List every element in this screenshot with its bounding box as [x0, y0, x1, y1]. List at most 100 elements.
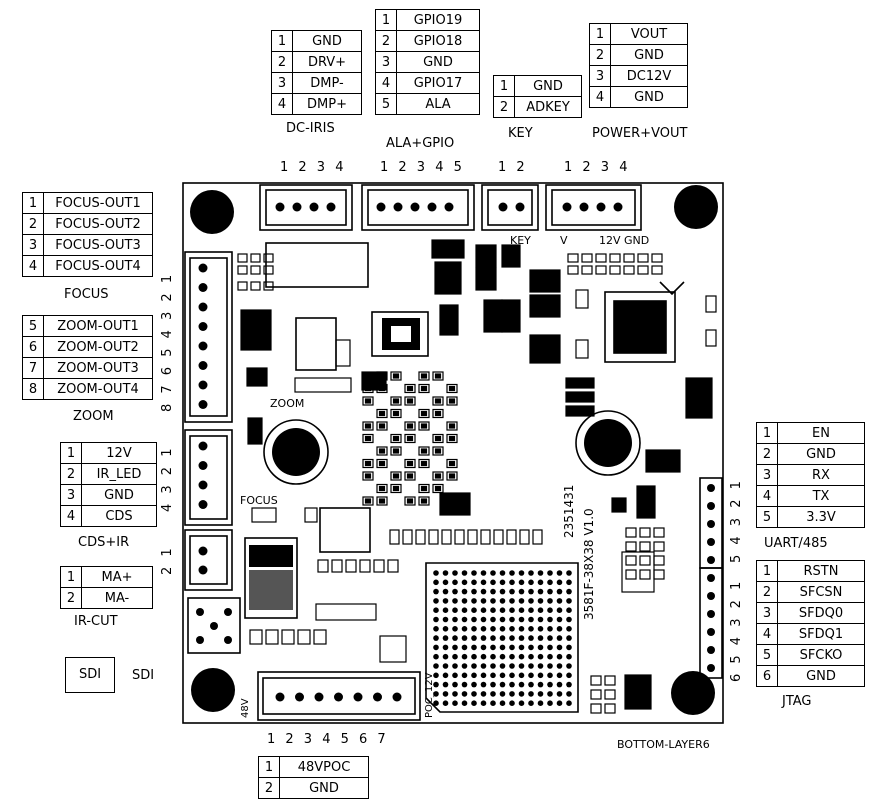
conn-power-vout [545, 184, 642, 231]
bga-ball [461, 691, 468, 697]
connector-pin [334, 692, 343, 702]
smd-pad [448, 398, 456, 404]
connector-pin [198, 302, 208, 312]
smd-pad [420, 410, 428, 417]
bga-ball [461, 626, 468, 632]
smd-pad [390, 446, 402, 456]
pin-signal: 3.3V [777, 506, 865, 528]
bga-ball [480, 681, 487, 688]
bga-ball [452, 579, 458, 586]
bga-ball [528, 681, 534, 688]
pin-number: 4 [756, 485, 778, 507]
smd-pad [364, 423, 372, 429]
smd-pad [428, 529, 439, 545]
bga-ball [433, 588, 439, 595]
bga-ball [471, 681, 477, 688]
connector-pin [198, 461, 208, 470]
bga-ball [518, 653, 525, 660]
bga-ball [556, 635, 563, 641]
smd-pad [390, 483, 402, 494]
smd-pad [402, 529, 413, 545]
bga-ball [518, 579, 525, 586]
connector-pin [198, 400, 208, 409]
smd-pad [392, 485, 400, 492]
smd-pad [590, 703, 602, 714]
pin-signal: GND [777, 665, 865, 687]
silk-zoom: ZOOM [270, 397, 305, 410]
bga-ball [442, 681, 449, 688]
connector-pin [613, 202, 623, 212]
bga-ball [490, 635, 496, 641]
bga-ball [556, 663, 563, 669]
bga-ball [471, 570, 477, 576]
smd-pad [250, 253, 261, 263]
smd-pad [387, 559, 399, 573]
pad-right [575, 410, 641, 476]
connector-pin [198, 565, 208, 575]
bga-ball [528, 626, 534, 632]
smd-pad [362, 433, 374, 444]
smd-pad [304, 507, 318, 523]
pin-number: 1 [60, 442, 82, 464]
smd-pad [480, 529, 491, 545]
bga-ball [556, 588, 563, 595]
bga-ball [537, 598, 544, 604]
connector-pin [707, 610, 715, 618]
bga-ball [490, 579, 496, 586]
bga-ball [547, 644, 553, 651]
bga-ball [471, 607, 477, 613]
bga-ball [490, 700, 496, 706]
soc-bga [425, 562, 579, 713]
smd-pad [446, 396, 458, 406]
smd-pad [362, 421, 374, 431]
pin-signal: GND [81, 484, 157, 506]
bga-ball [499, 616, 506, 623]
pins-jtag: 6 5 4 3 2 1 [729, 581, 744, 682]
pin-signal: ZOOM-OUT4 [43, 378, 153, 400]
smd-pad [434, 398, 442, 404]
bga-ball [528, 635, 534, 641]
smd-pad [263, 253, 274, 263]
pin-number: 1 [60, 566, 82, 588]
smd-pad [446, 421, 458, 431]
smd-pad [625, 569, 637, 580]
smd-pad [448, 473, 456, 479]
pin-signal: 12V [81, 442, 157, 464]
connector-pin [314, 692, 324, 702]
bga-ball [518, 672, 525, 679]
pin-number: 4 [60, 505, 82, 527]
connector-pin [198, 361, 208, 370]
bga-ball [461, 663, 468, 669]
smd-pad [529, 334, 561, 364]
pins-key: 1 2 [498, 160, 525, 175]
smd-pad [313, 629, 327, 645]
bga-ball [499, 635, 506, 641]
smd-pad [404, 496, 416, 506]
pin-number: 3 [60, 484, 82, 506]
bga-ball [537, 681, 544, 688]
connector-pin [707, 556, 715, 564]
bga-ball [452, 691, 458, 697]
smd-pad [420, 448, 428, 454]
smd-pad [250, 265, 261, 275]
bga-ball [537, 635, 544, 641]
smd-pad [418, 483, 430, 494]
bga-ball [471, 626, 477, 632]
smd-pad [432, 396, 444, 406]
smd-pad [362, 458, 374, 469]
bga-ball [442, 663, 449, 669]
bga-ball [442, 644, 449, 651]
bga-ball [490, 691, 496, 697]
bga-ball [509, 607, 515, 613]
pins-cds: 4 3 2 1 [160, 448, 175, 512]
bga-ball [537, 607, 544, 613]
